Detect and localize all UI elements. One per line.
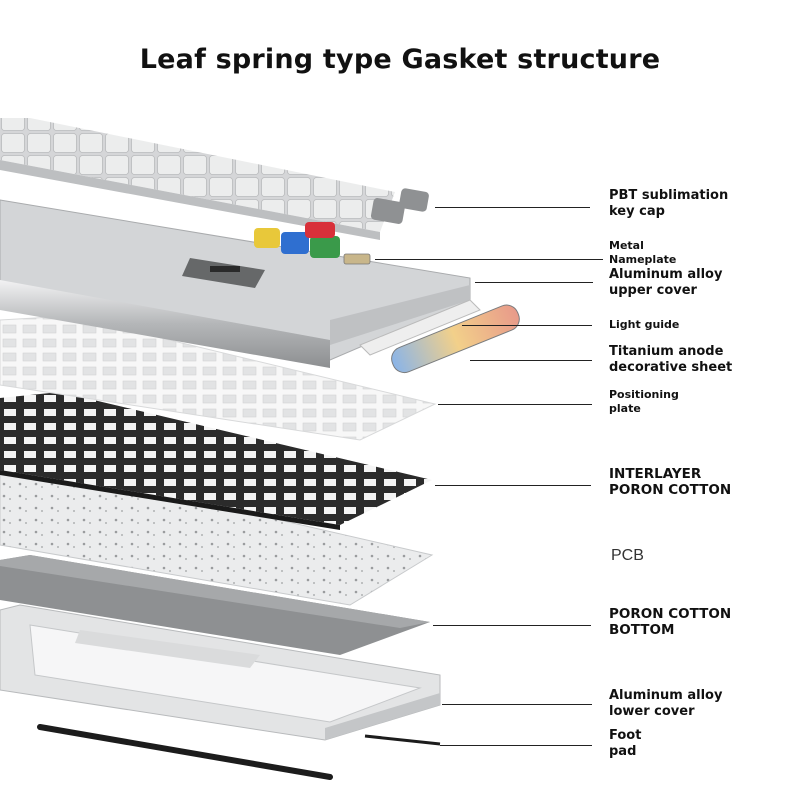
leader-upper-cover — [475, 282, 593, 283]
bottom-poron-part — [0, 555, 430, 655]
keycap-part — [0, 118, 429, 258]
leader-keycap — [435, 207, 590, 208]
label-interlayer-poron: INTERLAYER PORON COTTON — [609, 466, 732, 499]
label-foot-pad: Foot pad — [609, 728, 642, 759]
titanium-sheet-part — [391, 304, 520, 374]
leader-lower-cover — [442, 704, 592, 705]
leader-titanium-sheet — [470, 360, 592, 361]
upper-cover-part — [0, 199, 471, 368]
label-lower-cover: Aluminum alloy lower cover — [609, 688, 723, 719]
interlayer-poron-part — [0, 392, 432, 530]
leader-positioning-plate — [438, 404, 592, 405]
label-nameplate: Metal Nameplate — [609, 239, 677, 267]
leader-interlayer-poron — [435, 485, 591, 486]
light-guide-part — [359, 299, 481, 356]
foot-pad-part — [37, 724, 441, 780]
label-upper-cover: Aluminum alloy upper cover — [609, 267, 723, 298]
lower-cover-part — [0, 604, 441, 741]
label-bottom-poron: PORON COTTON BOTTOM — [609, 606, 732, 639]
label-titanium-sheet: Titanium anode decorative sheet — [609, 344, 733, 375]
label-positioning-plate: Positioning plate — [609, 388, 679, 416]
leader-light-guide — [462, 325, 592, 326]
label-keycap: PBT sublimation key cap — [609, 188, 729, 219]
leader-nameplate — [375, 259, 603, 260]
page-title: Leaf spring type Gasket structure — [139, 44, 661, 75]
label-pcb: PCB — [611, 547, 644, 564]
nameplate-part — [343, 253, 371, 265]
leader-bottom-poron — [433, 625, 591, 626]
leader-foot-pad — [440, 745, 592, 746]
label-light-guide: Light guide — [609, 318, 680, 331]
